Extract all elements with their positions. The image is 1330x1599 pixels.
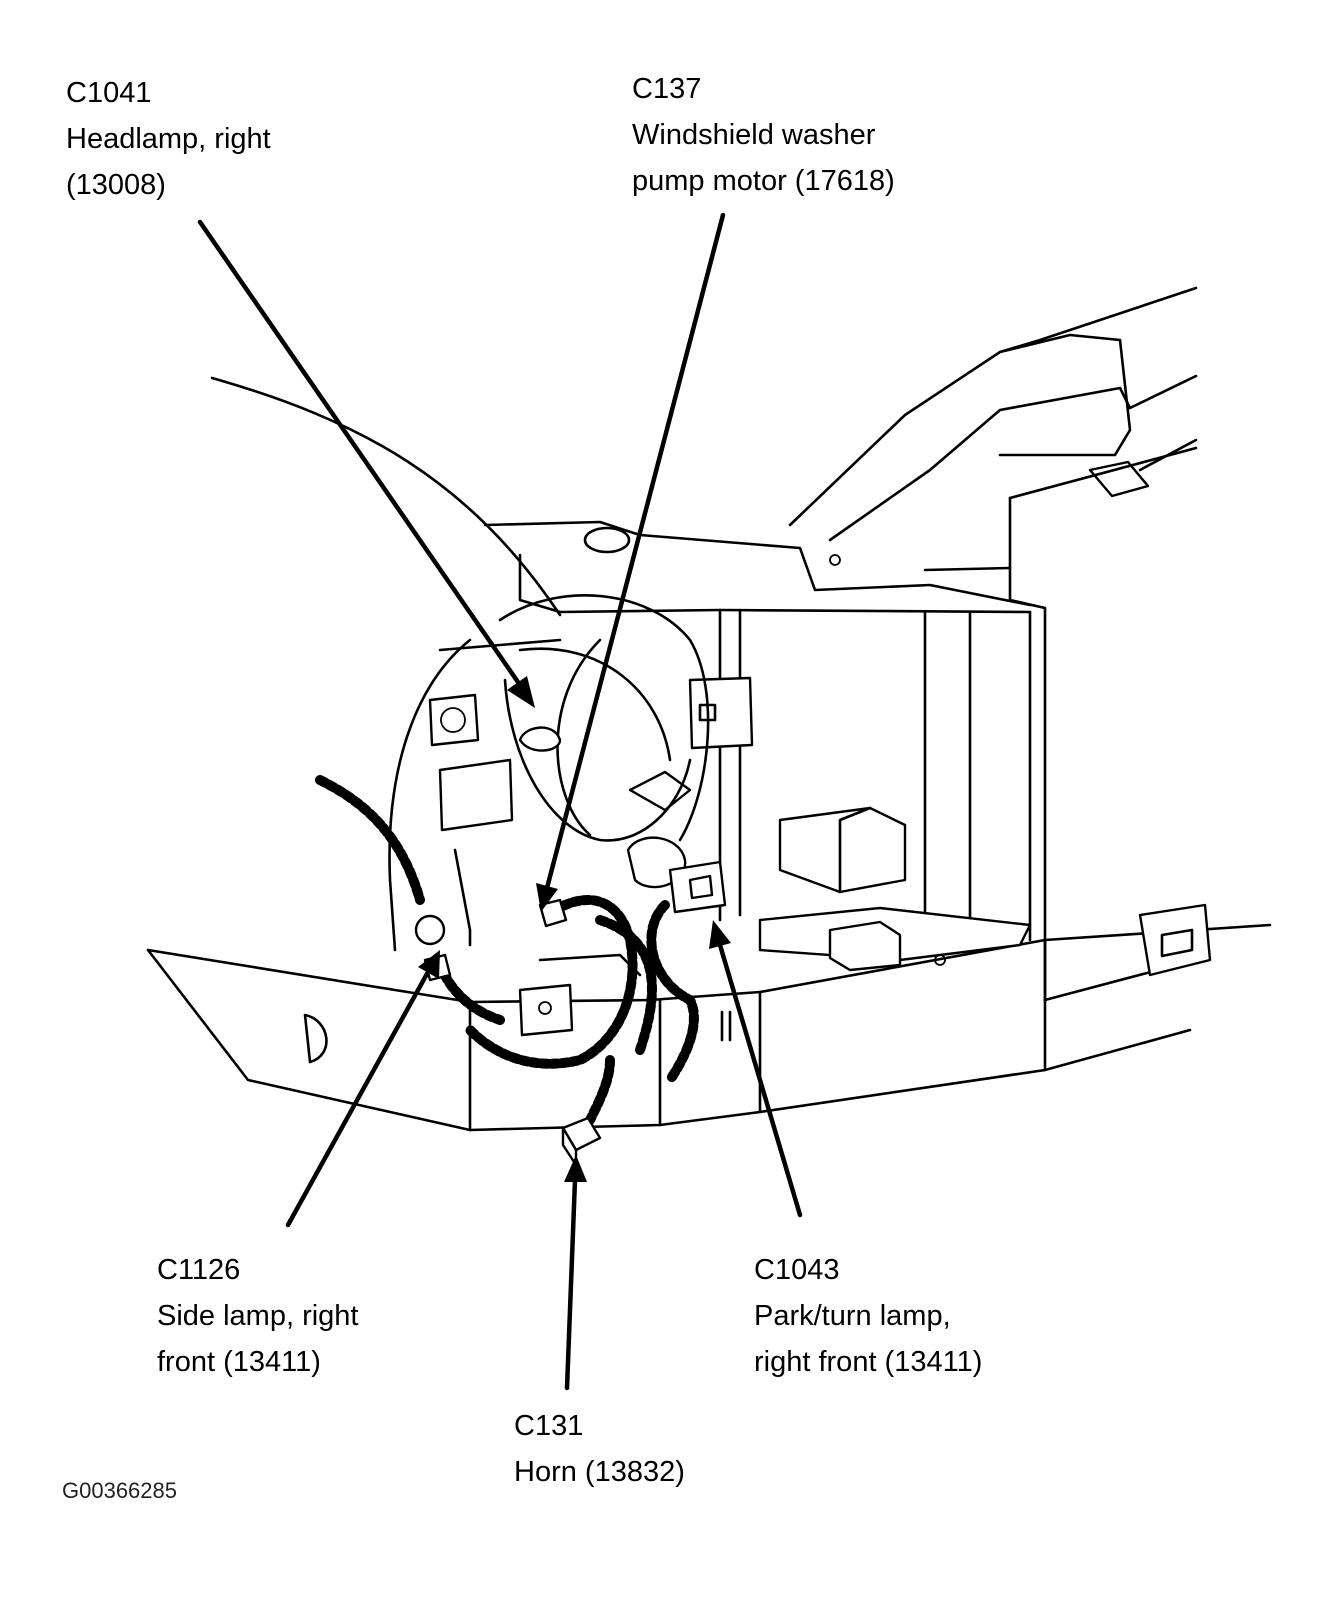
leader-c1126 [285, 969, 431, 1228]
leader-c131 [564, 1177, 578, 1391]
headlamp-assembly-drawing [210, 376, 710, 952]
wiring-harness-drawing [315, 775, 727, 1167]
callout-c137-connector: C137 [632, 73, 702, 105]
callout-c137-part-number: pump motor (17618) [632, 165, 895, 197]
bumper-drawing [146, 903, 1272, 1132]
callout-c1126-part-number: front (13411) [157, 1346, 321, 1378]
figure-id: G00366285 [62, 1478, 177, 1503]
arrowhead-c1043 [709, 920, 731, 949]
arrowhead-c131 [564, 1155, 587, 1182]
callout-c137: C137 Windshield washer pump motor (17618… [632, 66, 895, 204]
frame-rail-drawing [788, 286, 1198, 1002]
leader-c1041 [197, 219, 523, 688]
arrowhead-c1126 [418, 950, 440, 979]
callout-c1043: C1043 Park/turn lamp, right front (13411… [754, 1247, 982, 1385]
callout-c1043-part-number: right front (13411) [754, 1346, 983, 1378]
arrowhead-c137 [536, 883, 558, 912]
callout-c131-component: Horn (13832) [514, 1456, 685, 1488]
callout-c1126: C1126 Side lamp, right front (13411) [157, 1247, 359, 1385]
callout-c1041: C1041 Headlamp, right (13008) [66, 70, 271, 208]
callout-c1041-component: Headlamp, right [66, 123, 271, 155]
callout-c131-connector: C131 [514, 1410, 584, 1442]
leader-c137 [544, 212, 726, 891]
callout-c1041-part-number: (13008) [66, 169, 166, 201]
callout-c1126-connector: C1126 [157, 1254, 241, 1286]
arrowhead-c1041 [507, 676, 535, 708]
leader-c1043 [717, 942, 803, 1218]
callout-c131: C131 Horn (13832) [514, 1403, 685, 1495]
callout-c137-component: Windshield washer [632, 119, 876, 151]
callout-c1043-component: Park/turn lamp, [754, 1300, 951, 1332]
callout-c1126-component: Side lamp, right [157, 1300, 359, 1332]
radiator-support-drawing [483, 520, 1032, 942]
callout-c1041-connector: C1041 [66, 77, 152, 109]
callout-c1043-connector: C1043 [754, 1254, 840, 1286]
